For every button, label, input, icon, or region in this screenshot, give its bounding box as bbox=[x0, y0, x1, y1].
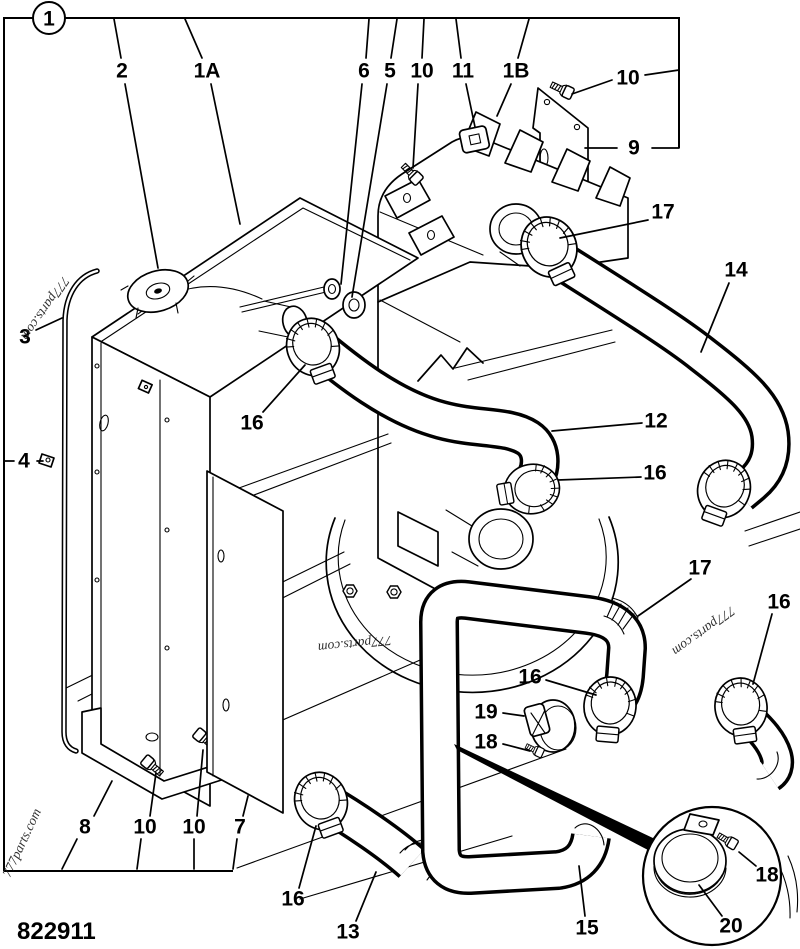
overflow-tube-3 bbox=[61, 268, 100, 754]
hose-clamp-17-bend bbox=[603, 597, 639, 635]
frame-border bbox=[3, 17, 680, 872]
callout-10-label-1[interactable]: 10 bbox=[410, 60, 433, 83]
callout-9-label[interactable]: 9 bbox=[628, 137, 640, 160]
front-panel-7 bbox=[206, 470, 284, 814]
callout-10-label-3[interactable]: 10 bbox=[133, 816, 156, 839]
callout-20-label[interactable]: 20 bbox=[719, 915, 742, 938]
detail-circle bbox=[641, 805, 783, 947]
top-hose-14 bbox=[533, 233, 791, 510]
washer-6 bbox=[323, 278, 341, 300]
watermark-bottom-left: 777parts.com bbox=[0, 806, 44, 880]
callout-1a-label[interactable]: 1A bbox=[194, 60, 221, 83]
callout-12-label[interactable]: 12 bbox=[644, 410, 667, 433]
callout-16-label-4[interactable]: 16 bbox=[518, 666, 541, 689]
callout-17-label-1[interactable]: 17 bbox=[651, 201, 674, 224]
assembly-callout-circle[interactable] bbox=[32, 1, 66, 35]
middle-hose-12 bbox=[298, 325, 560, 499]
callout-15-label[interactable]: 15 bbox=[575, 917, 599, 940]
fan-shroud bbox=[325, 329, 620, 694]
callout-16-label-3[interactable]: 16 bbox=[767, 591, 790, 614]
leader-lines bbox=[3, 18, 773, 922]
callout-10-label-4[interactable]: 10 bbox=[182, 816, 205, 839]
callout-18-label-1[interactable]: 18 bbox=[474, 731, 498, 754]
washer-5 bbox=[342, 291, 366, 319]
callout-1-label[interactable]: 1 bbox=[43, 8, 55, 31]
radiator-1a bbox=[91, 197, 419, 807]
callout-18-label-2[interactable]: 18 bbox=[755, 864, 779, 887]
callout-14-label[interactable]: 14 bbox=[724, 259, 748, 282]
callout-16-label-5[interactable]: 16 bbox=[281, 888, 304, 911]
part-number: 822911 bbox=[17, 918, 96, 945]
pointer-wedge bbox=[454, 744, 655, 850]
callout-17-label-2[interactable]: 17 bbox=[688, 557, 711, 580]
blanking-cap-19 bbox=[523, 699, 577, 753]
callout-7-label[interactable]: 7 bbox=[234, 816, 246, 839]
tube-clip-4 bbox=[38, 453, 55, 468]
callout-10-label-2[interactable]: 10 bbox=[616, 67, 639, 90]
callout-11-label[interactable]: 11 bbox=[452, 60, 475, 83]
callout-16-label-1[interactable]: 16 bbox=[240, 412, 263, 435]
stay-rod-and-washers bbox=[239, 278, 366, 319]
hex-nut bbox=[386, 585, 402, 599]
callout-8-label[interactable]: 8 bbox=[79, 816, 91, 839]
pipe-clamp-20 bbox=[653, 813, 727, 898]
u-hose-15 bbox=[419, 579, 647, 895]
lower-outlet-port bbox=[445, 508, 534, 570]
callout-19-label[interactable]: 19 bbox=[474, 701, 497, 724]
bolt-10-plate bbox=[548, 78, 576, 101]
callout-6-label[interactable]: 6 bbox=[358, 60, 370, 83]
callout-16-label-2[interactable]: 16 bbox=[643, 462, 666, 485]
callout-1b-label[interactable]: 1B bbox=[503, 60, 530, 83]
watermark-right: 777parts.com bbox=[669, 604, 738, 660]
watermark-center: 777parts.com bbox=[317, 633, 392, 656]
hex-nut bbox=[342, 584, 358, 598]
square-nut-11 bbox=[458, 125, 491, 154]
callout-3-label[interactable]: 3 bbox=[19, 326, 31, 349]
callout-2-label[interactable]: 2 bbox=[116, 60, 128, 83]
callout-5-label[interactable]: 5 bbox=[384, 60, 396, 83]
callout-13-label[interactable]: 13 bbox=[336, 921, 359, 944]
callout-4-label[interactable]: 4 bbox=[18, 450, 30, 473]
radiator-cap-2 bbox=[120, 268, 195, 319]
callout-labels: 1 2 1A 6 5 10 11 1B 10 9 17 14 3 16 12 4… bbox=[18, 8, 791, 944]
